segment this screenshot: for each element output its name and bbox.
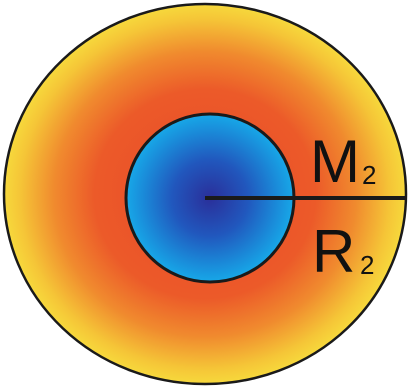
- mass-label-subscript: 2: [362, 160, 376, 190]
- mass-label-main: M: [310, 128, 360, 195]
- radius-label-subscript: 2: [360, 250, 374, 280]
- radius-label-main: R: [312, 218, 355, 285]
